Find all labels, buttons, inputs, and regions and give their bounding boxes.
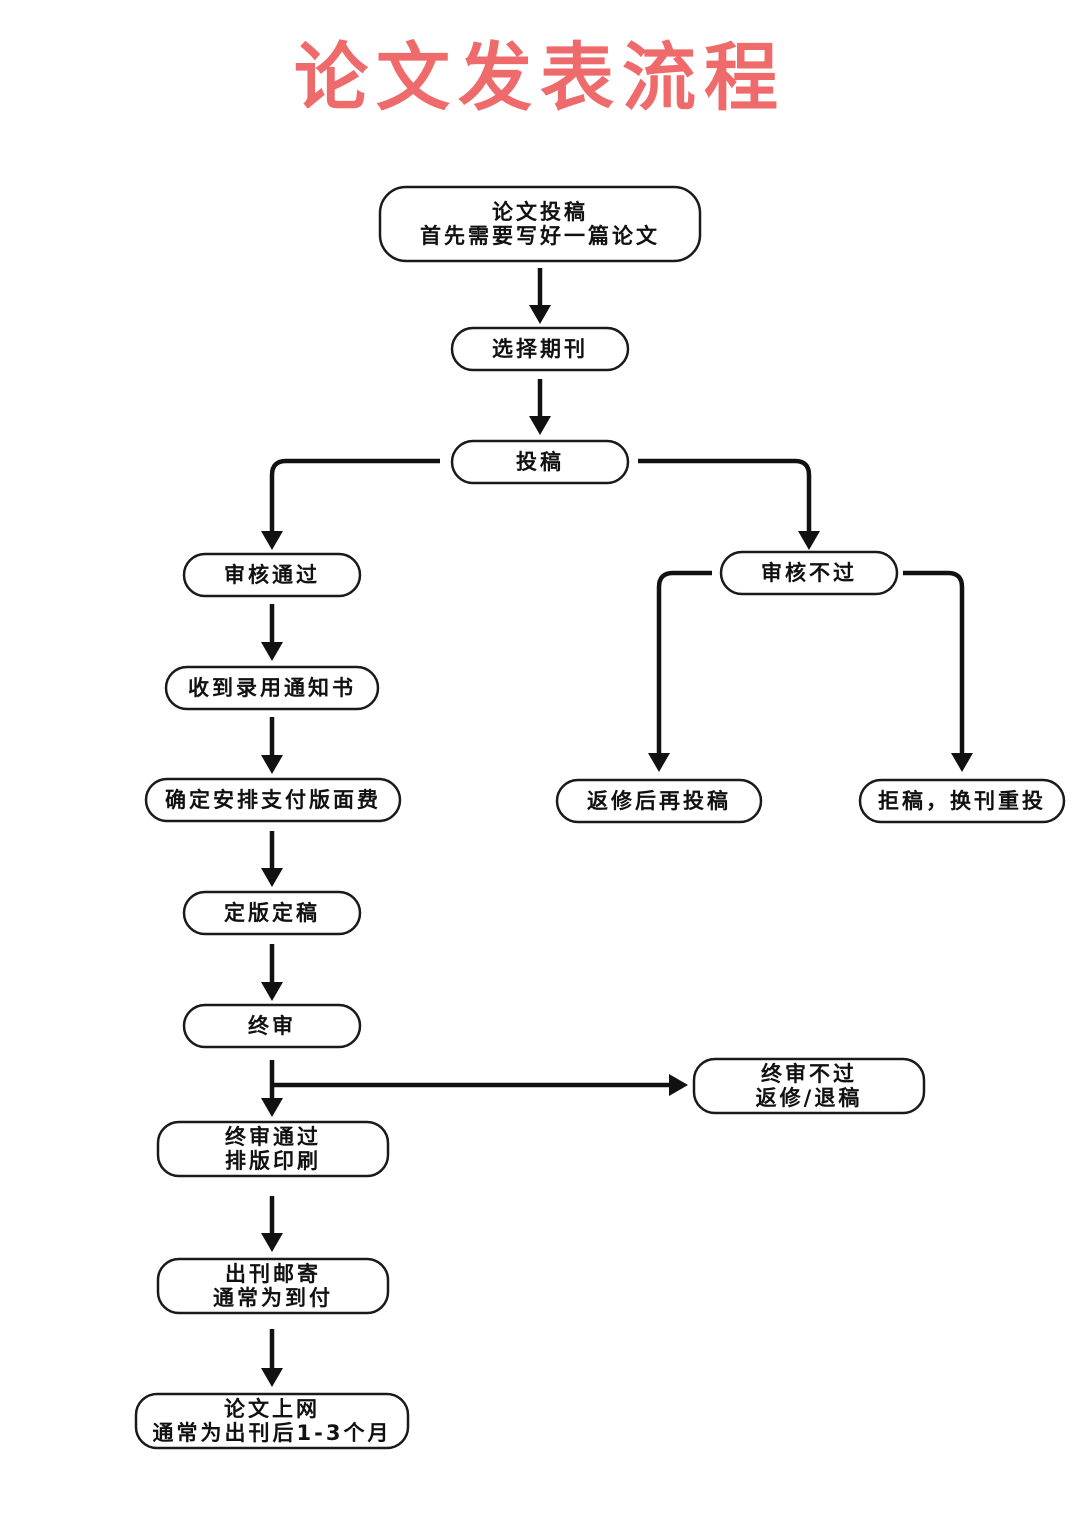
node-label: 审核通过	[224, 563, 320, 587]
node-box	[182, 1003, 362, 1049]
edge-acceptance-notice-to-arrange-fee	[261, 717, 283, 774]
edge-submit-paper-to-choose-journal	[529, 268, 551, 324]
node-box	[692, 1057, 926, 1115]
arrowhead-icon	[261, 1098, 283, 1117]
edge-final-review-to-final-fail	[272, 1074, 688, 1096]
node-box	[144, 777, 402, 823]
node-label: 通常为到付	[213, 1286, 333, 1310]
arrowhead-icon	[529, 305, 551, 324]
node-box	[182, 552, 362, 598]
edge-finalize-to-final-review	[261, 944, 283, 1001]
edge-final-review-to-final-pass	[261, 1060, 283, 1117]
node-label: 终审通过	[225, 1125, 321, 1149]
node-box	[182, 890, 362, 936]
arrowhead-icon	[261, 531, 283, 550]
node-revise-resubmit: 返修后再投稿	[555, 778, 763, 824]
node-choose-journal: 选择期刊	[450, 326, 630, 372]
arrowhead-icon	[261, 642, 283, 661]
page-title: 论文发表流程	[294, 35, 786, 121]
node-label: 终审	[248, 1014, 296, 1038]
node-label: 返修/退稿	[756, 1086, 863, 1110]
arrowhead-icon	[798, 531, 820, 550]
node-label: 确定安排支付版面费	[165, 788, 381, 812]
arrowhead-icon	[261, 1233, 283, 1252]
node-box	[555, 778, 763, 824]
node-box	[858, 778, 1066, 824]
node-label: 论文上网	[224, 1397, 320, 1421]
node-label: 通常为出刊后1-3个月	[153, 1421, 392, 1445]
node-box	[450, 439, 630, 485]
arrowhead-icon	[529, 416, 551, 435]
arrowhead-icon	[261, 868, 283, 887]
node-label: 定版定稿	[224, 901, 320, 925]
edge-submit-to-review-pass	[261, 458, 440, 550]
node-finalize: 定版定稿	[182, 890, 362, 936]
node-review-fail: 审核不过	[719, 550, 899, 596]
node-acceptance-notice: 收到录用通知书	[164, 665, 380, 711]
node-label: 终审不过	[761, 1062, 857, 1086]
edge-line	[903, 570, 965, 758]
arrowhead-icon	[261, 982, 283, 1001]
nodes-layer: 论文投稿首先需要写好一篇论文选择期刊投稿审核通过审核不过收到录用通知书确定安排支…	[134, 185, 1066, 1450]
edge-publish-mail-to-online	[261, 1329, 283, 1387]
node-box	[156, 1257, 390, 1315]
arrowhead-icon	[669, 1074, 688, 1096]
edges-layer	[261, 268, 973, 1387]
edge-submit-to-review-fail	[638, 458, 820, 550]
node-box	[719, 550, 899, 596]
edge-line	[656, 570, 712, 758]
edge-arrange-fee-to-finalize	[261, 831, 283, 887]
node-box	[156, 1120, 390, 1178]
node-label: 首先需要写好一篇论文	[420, 224, 660, 248]
node-label: 排版印刷	[225, 1149, 321, 1173]
edge-line	[638, 458, 812, 536]
edge-line	[269, 458, 440, 536]
arrowhead-icon	[648, 753, 670, 772]
edge-review-pass-to-acceptance-notice	[261, 604, 283, 661]
arrowhead-icon	[951, 753, 973, 772]
node-label: 投稿	[516, 450, 564, 474]
edge-review-fail-to-reject-switch	[903, 570, 973, 772]
node-box	[134, 1392, 410, 1450]
node-label: 出刊邮寄	[225, 1262, 321, 1286]
node-reject-switch: 拒稿，换刊重投	[858, 778, 1066, 824]
node-submit: 投稿	[450, 439, 630, 485]
arrowhead-icon	[261, 755, 283, 774]
node-label: 审核不过	[761, 561, 857, 585]
node-label: 拒稿，换刊重投	[878, 789, 1046, 813]
node-review-pass: 审核通过	[182, 552, 362, 598]
node-final-review: 终审	[182, 1003, 362, 1049]
edge-review-fail-to-revise-resubmit	[648, 570, 712, 772]
edge-choose-journal-to-submit	[529, 379, 551, 435]
node-box	[450, 326, 630, 372]
node-label: 收到录用通知书	[188, 676, 356, 700]
node-label: 论文投稿	[492, 200, 588, 224]
node-label: 选择期刊	[492, 337, 588, 361]
node-arrange-fee: 确定安排支付版面费	[144, 777, 402, 823]
arrowhead-icon	[261, 1368, 283, 1387]
node-label: 返修后再投稿	[587, 789, 731, 813]
node-box	[164, 665, 380, 711]
edge-final-pass-to-publish-mail	[261, 1196, 283, 1252]
node-box	[378, 185, 702, 263]
